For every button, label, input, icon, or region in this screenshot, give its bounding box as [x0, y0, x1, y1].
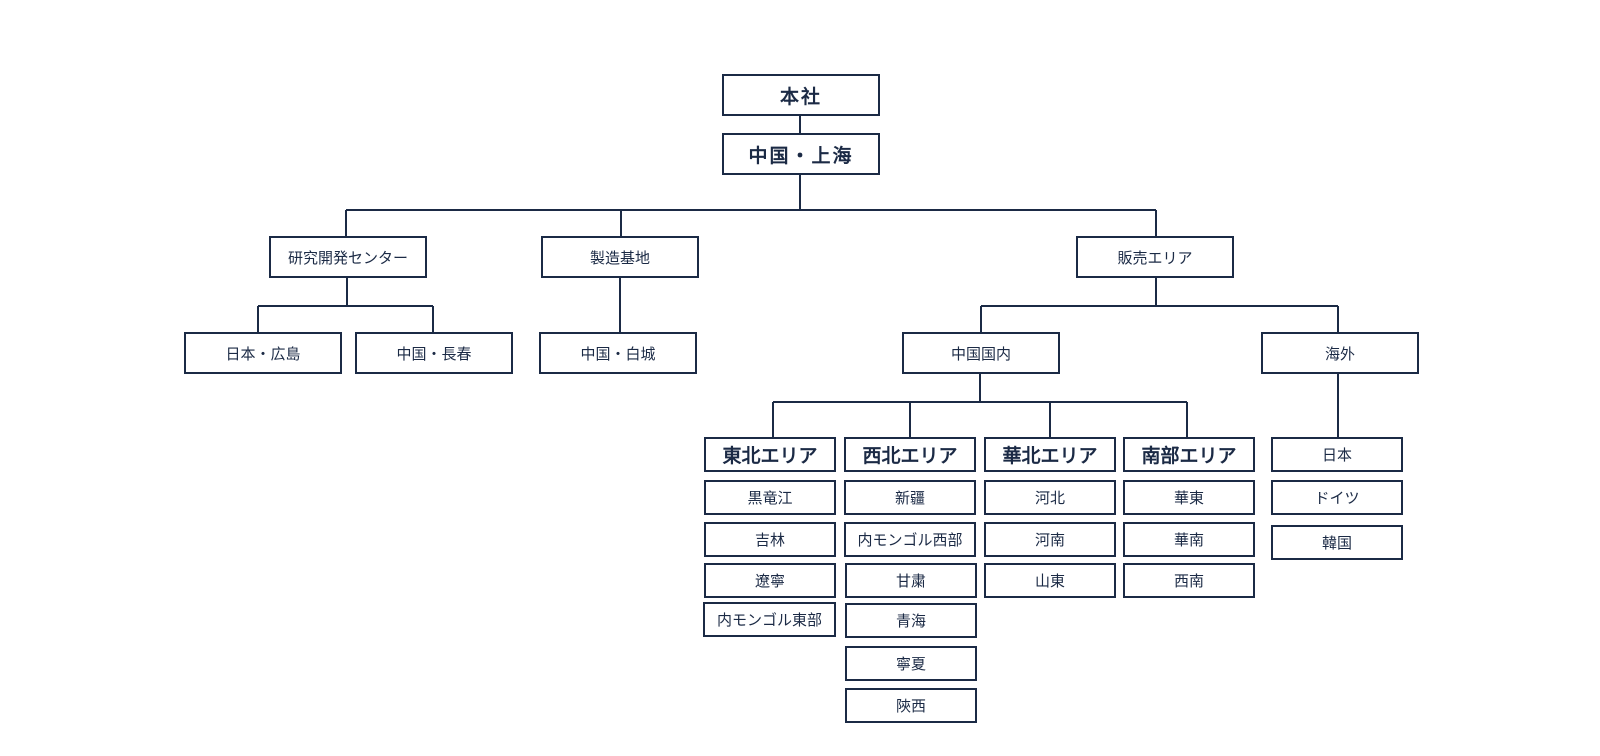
region-item: 遼寧 — [704, 563, 836, 598]
org-node-rnd-hiroshima: 日本・広島 — [184, 332, 342, 374]
org-node-root: 本社 — [722, 74, 880, 116]
org-node-manufacturing: 製造基地 — [541, 236, 699, 278]
region-item: 西南 — [1123, 563, 1255, 598]
org-node-sales: 販売エリア — [1076, 236, 1234, 278]
region-header-northwest: 西北エリア — [844, 437, 976, 472]
region-item: 寧夏 — [845, 646, 977, 681]
region-item: 河南 — [984, 522, 1116, 557]
region-item: 新疆 — [844, 480, 976, 515]
region-header-south: 南部エリア — [1123, 437, 1255, 472]
org-node-hq: 中国・上海 — [722, 133, 880, 175]
region-item: 内モンゴル東部 — [703, 602, 836, 637]
region-item: 山東 — [984, 563, 1116, 598]
overseas-item-japan: 日本 — [1271, 437, 1403, 472]
region-item: 青海 — [845, 603, 977, 638]
org-node-overseas: 海外 — [1261, 332, 1419, 374]
region-item: 陝西 — [845, 688, 977, 723]
region-item: 黒竜江 — [704, 480, 836, 515]
region-item: 吉林 — [704, 522, 836, 557]
region-item: 華東 — [1123, 480, 1255, 515]
region-header-north: 華北エリア — [984, 437, 1116, 472]
region-item: 内モンゴル西部 — [844, 522, 976, 557]
overseas-item-germany: ドイツ — [1271, 480, 1403, 515]
region-item: 華南 — [1123, 522, 1255, 557]
org-node-rnd: 研究開発センター — [269, 236, 427, 278]
org-node-domestic: 中国国内 — [902, 332, 1060, 374]
region-header-northeast: 東北エリア — [704, 437, 836, 472]
org-node-rnd-changchun: 中国・長春 — [355, 332, 513, 374]
org-node-mfg-baicheng: 中国・白城 — [539, 332, 697, 374]
overseas-item-korea: 韓国 — [1271, 525, 1403, 560]
region-item: 河北 — [984, 480, 1116, 515]
region-item: 甘粛 — [845, 563, 977, 598]
